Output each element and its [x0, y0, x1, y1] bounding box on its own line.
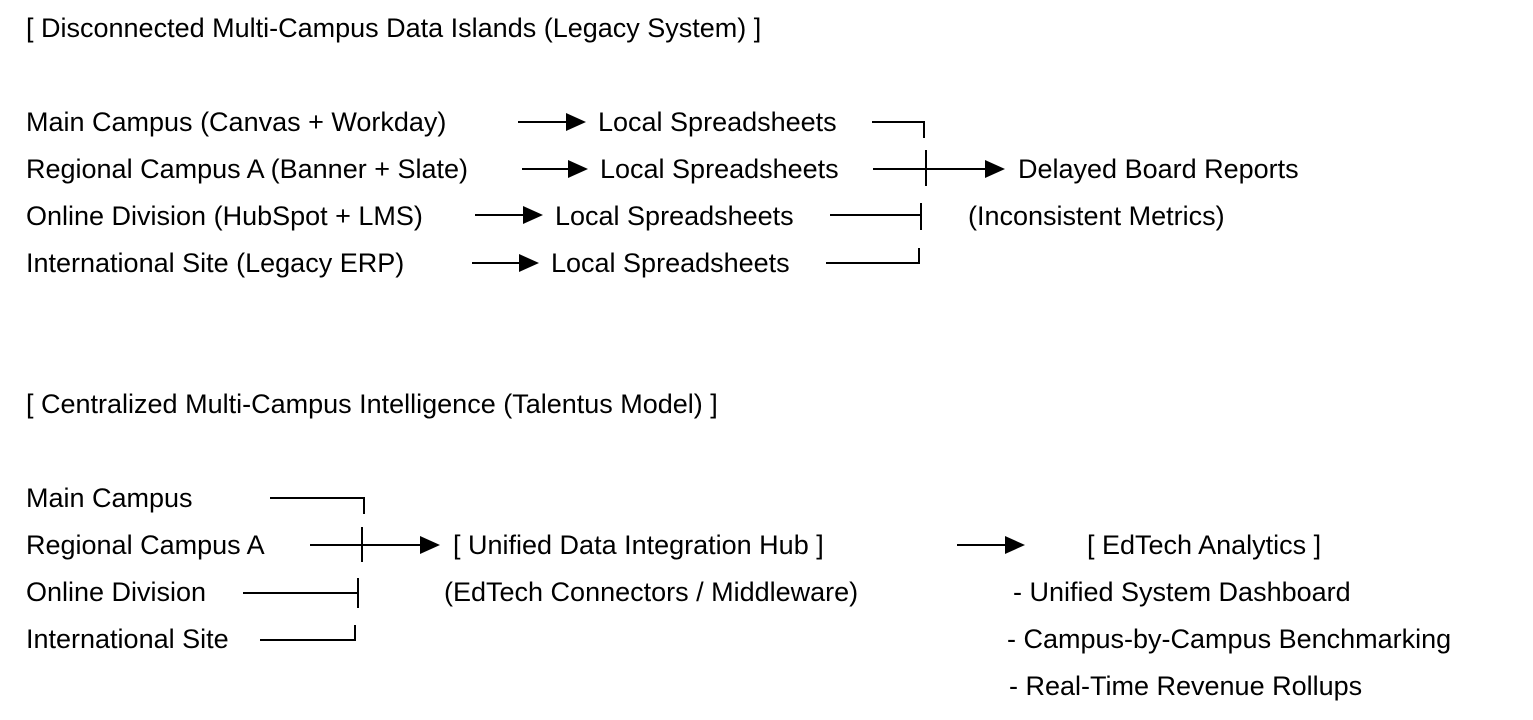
analytics-item-benchmarking: - Campus-by-Campus Benchmarking [1007, 624, 1452, 654]
unified-data-hub-title: [ Unified Data Integration Hub ] [453, 530, 824, 560]
local-spreadsheets-3: Local Spreadsheets [555, 201, 794, 231]
legacy-merge-4 [826, 248, 920, 264]
central-source-online-division: Online Division [26, 577, 207, 607]
central-source-regional-campus: Regional Campus A [26, 530, 265, 560]
central-source-main-campus: Main Campus [26, 483, 193, 513]
central-hub-arrowhead [420, 536, 440, 554]
legacy-merge-1 [872, 121, 925, 138]
unified-data-hub-note: (EdTech Connectors / Middleware) [444, 577, 859, 607]
central-merge-4 [260, 625, 356, 641]
central-merge-1 [270, 497, 365, 514]
local-spreadsheets-4: Local Spreadsheets [551, 248, 790, 278]
legacy-output-arrowhead [985, 160, 1005, 178]
legacy-source-online-division: Online Division (HubSpot + LMS) [26, 201, 423, 231]
edtech-analytics-title: [ EdTech Analytics ] [1087, 530, 1322, 560]
local-spreadsheets-1: Local Spreadsheets [598, 107, 837, 137]
central-source-international-site: International Site [26, 624, 229, 654]
delayed-board-reports: Delayed Board Reports [1018, 154, 1299, 184]
legacy-source-international-site: International Site (Legacy ERP) [26, 248, 405, 278]
legacy-arrowhead-4 [519, 254, 539, 272]
centralized-section-title: [ Centralized Multi-Campus Intelligence … [26, 389, 718, 419]
legacy-arrowhead-1 [566, 113, 586, 131]
hub-to-analytics-arrowhead [1005, 536, 1025, 554]
legacy-section-title: [ Disconnected Multi-Campus Data Islands… [26, 13, 762, 43]
local-spreadsheets-2: Local Spreadsheets [600, 154, 839, 184]
analytics-item-dashboard: - Unified System Dashboard [1013, 577, 1351, 607]
legacy-arrowhead-3 [523, 206, 543, 224]
legacy-arrowhead-2 [568, 160, 588, 178]
legacy-source-main-campus: Main Campus (Canvas + Workday) [26, 107, 447, 137]
inconsistent-metrics-note: (Inconsistent Metrics) [968, 201, 1225, 231]
analytics-item-revenue-rollups: - Real-Time Revenue Rollups [1009, 671, 1363, 701]
legacy-source-regional-campus: Regional Campus A (Banner + Slate) [26, 154, 469, 184]
